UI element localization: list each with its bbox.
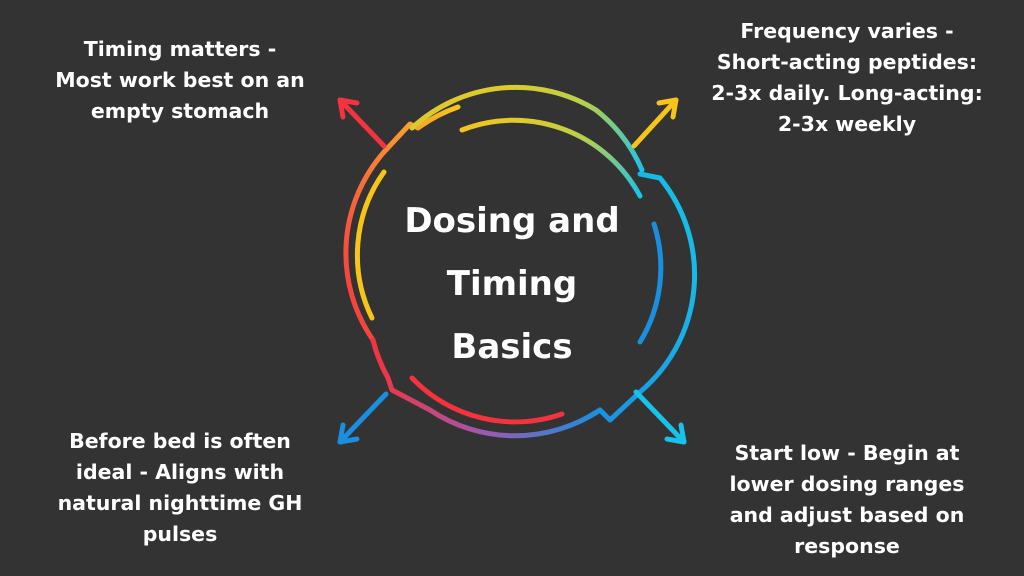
ring-segment-blue [370, 337, 603, 439]
title-line: Dosing and [404, 201, 620, 241]
title-line: Timing [446, 264, 578, 304]
inner-arc-blue [637, 221, 664, 345]
note-line: lower dosing ranges [729, 472, 965, 496]
note-line: Before bed is often [69, 429, 291, 453]
note-line: Frequency varies - [740, 19, 954, 43]
note-line: and adjust based on [729, 503, 965, 527]
note-top-right: Frequency varies - Short-acting peptides… [672, 16, 1022, 140]
note-line: pulses [142, 522, 218, 546]
ring-segment-yellow [409, 84, 645, 173]
ring-segment-red [343, 104, 461, 343]
note-line: response [794, 534, 900, 558]
inner-arc-yellow [354, 169, 387, 321]
arrow-down-left-icon [337, 391, 389, 445]
note-line: natural nighttime GH [57, 491, 303, 515]
note-top-left: Timing matters - Most work best on an em… [10, 34, 350, 127]
note-line: ideal - Aligns with [75, 460, 285, 484]
note-line: empty stomach [90, 99, 270, 123]
title-line: Basics [451, 327, 573, 367]
note-bottom-left: Before bed is often ideal - Aligns with … [10, 426, 350, 550]
note-line: Start low - Begin at [734, 441, 960, 465]
note-line: Most work best on an [55, 68, 305, 92]
note-bottom-right: Start low - Begin at lower dosing ranges… [672, 438, 1022, 562]
diagram-title: Dosing and Timing Basics [352, 190, 672, 379]
note-line: Short-acting peptides: [716, 50, 978, 74]
inner-arc-cyan [459, 117, 643, 199]
arrow-up-right-icon [631, 97, 679, 149]
note-line: 2-3x daily. Long-acting: [711, 81, 983, 105]
inner-arc-red [409, 375, 565, 425]
note-line: Timing matters - [83, 37, 277, 61]
arrow-up-left-icon [337, 97, 387, 149]
note-line: 2-3x weekly [777, 112, 917, 136]
arrow-down-right-icon [633, 389, 687, 445]
